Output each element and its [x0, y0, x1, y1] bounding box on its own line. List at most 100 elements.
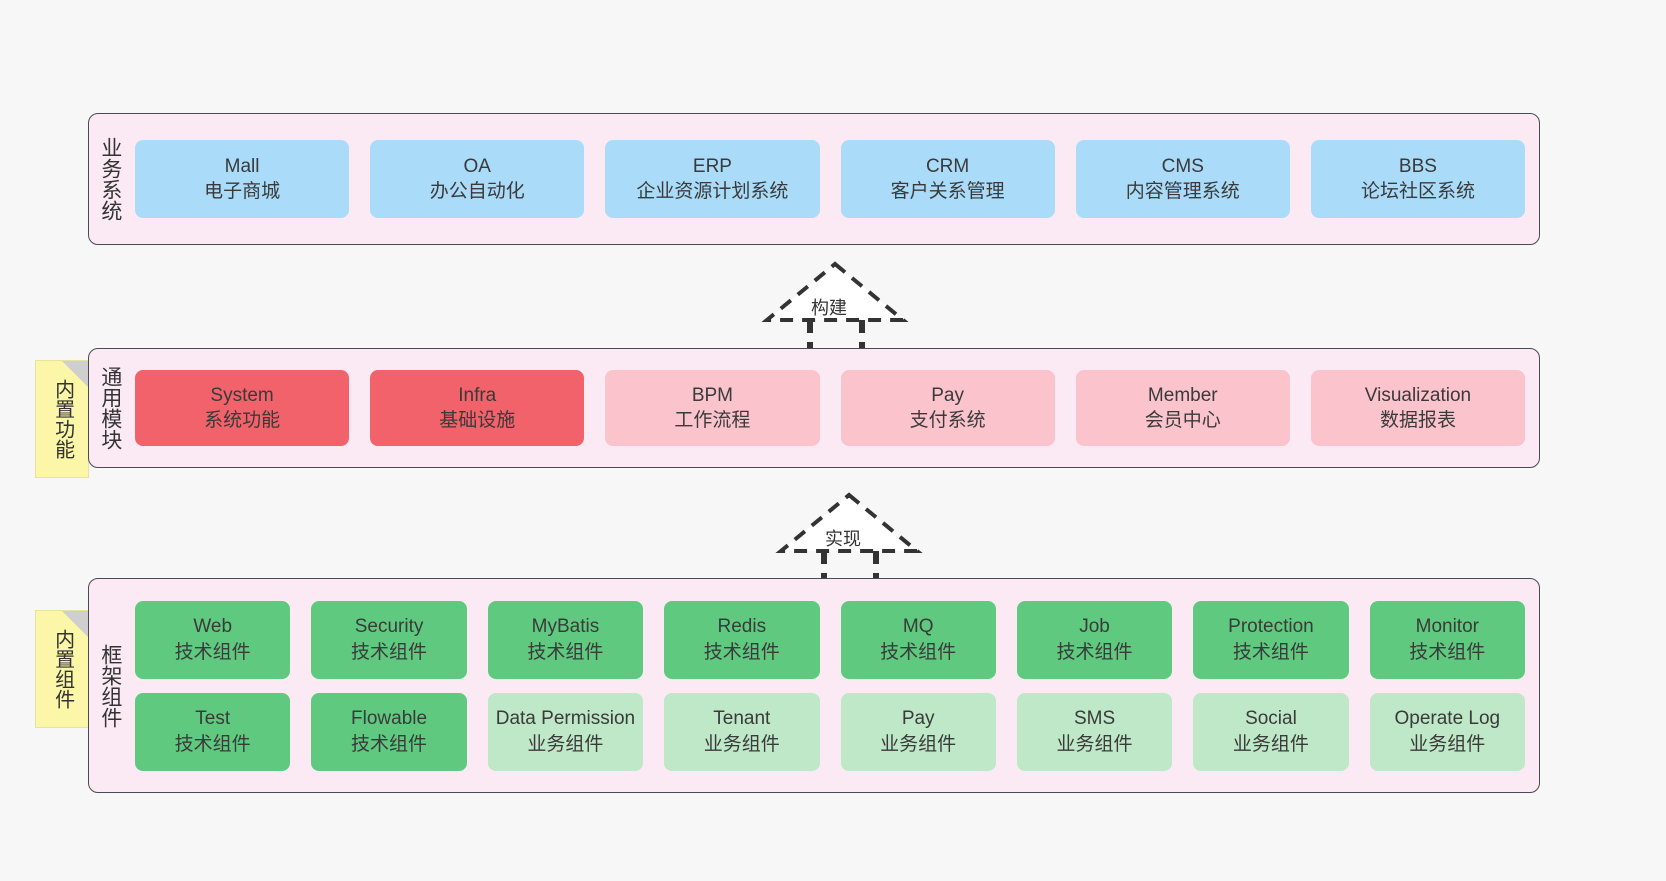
note-builtin-function: 内置功能 [35, 360, 89, 478]
box-crm-name: CRM [925, 155, 970, 177]
box-system-name: System [210, 384, 274, 406]
box-infra-name: Infra [458, 384, 497, 406]
layer-business-systems: 业务系统 Mall 电子商城 OA 办公自动化 ERP 企业资源计划系统 CRM [88, 113, 1540, 245]
box-bpm-desc: 工作流程 [674, 410, 751, 431]
box-member-desc: 会员中心 [1144, 410, 1221, 431]
box-crm[interactable]: CRM 客户关系管理 [840, 140, 1055, 218]
box-member[interactable]: Member 会员中心 [1075, 370, 1290, 446]
box-data-permission-desc: 业务组件 [527, 733, 604, 755]
box-web-name: Web [193, 616, 233, 638]
box-operate-log[interactable]: Operate Log 业务组件 [1369, 692, 1525, 771]
box-monitor-name: Monitor [1415, 616, 1479, 638]
box-protection-desc: 技术组件 [1232, 641, 1309, 663]
note-builtin-function-label: 内置功能 [51, 379, 74, 459]
box-flowable-name: Flowable [351, 708, 428, 730]
box-web[interactable]: Web 技术组件 [135, 600, 291, 679]
box-mall-desc: 电子商城 [204, 181, 281, 202]
box-tenant-desc: 业务组件 [703, 733, 780, 755]
box-mall-name: Mall [224, 155, 260, 177]
box-tenant-name: Tenant [713, 708, 771, 730]
connector-implement-label: 实现 [825, 529, 861, 549]
box-mybatis[interactable]: MyBatis 技术组件 [487, 600, 644, 679]
box-pay-module[interactable]: Pay 支付系统 [840, 370, 1055, 446]
box-pay-component-name: Pay [901, 708, 935, 730]
box-oa-desc: 办公自动化 [429, 181, 525, 202]
box-pay-module-name: Pay [931, 384, 964, 406]
box-social[interactable]: Social 业务组件 [1193, 692, 1349, 771]
box-job-desc: 技术组件 [1056, 641, 1133, 663]
box-job[interactable]: Job 技术组件 [1016, 600, 1173, 679]
box-pay-module-desc: 支付系统 [909, 410, 986, 431]
business-row: Mall 电子商城 OA 办公自动化 ERP 企业资源计划系统 CRM 客户关系… [135, 140, 1526, 218]
box-bbs-name: BBS [1398, 155, 1437, 177]
box-monitor[interactable]: Monitor 技术组件 [1369, 600, 1525, 679]
layer-framework-title: 框架组件 [98, 643, 122, 728]
box-bbs-desc: 论坛社区系统 [1360, 181, 1475, 202]
box-security-desc: 技术组件 [351, 641, 428, 663]
box-test[interactable]: Test 技术组件 [135, 692, 291, 771]
box-sms-desc: 业务组件 [1056, 733, 1133, 755]
note-fold-corner-icon [62, 361, 88, 387]
note-fold-corner-icon [62, 611, 88, 637]
box-protection[interactable]: Protection 技术组件 [1193, 600, 1349, 679]
box-visualization-name: Visualization [1364, 384, 1472, 406]
box-security[interactable]: Security 技术组件 [311, 600, 467, 679]
box-social-desc: 业务组件 [1232, 733, 1309, 755]
box-erp[interactable]: ERP 企业资源计划系统 [605, 140, 820, 218]
connector-build-label: 构建 [811, 298, 847, 318]
module-row: System 系统功能 Infra 基础设施 BPM 工作流程 Pay 支付系统… [135, 370, 1526, 446]
box-visualization[interactable]: Visualization 数据报表 [1310, 370, 1526, 446]
layer-business-body: Mall 电子商城 OA 办公自动化 ERP 企业资源计划系统 CRM 客户关系… [131, 114, 1539, 244]
box-flowable[interactable]: Flowable 技术组件 [311, 692, 467, 771]
framework-row-biz: Test 技术组件 Flowable 技术组件 Data Permission … [135, 692, 1525, 771]
box-mybatis-desc: 技术组件 [527, 641, 604, 663]
box-infra-desc: 基础设施 [439, 410, 516, 431]
box-oa[interactable]: OA 办公自动化 [370, 140, 585, 218]
box-cms-desc: 内容管理系统 [1125, 181, 1240, 202]
box-erp-desc: 企业资源计划系统 [636, 181, 789, 202]
box-data-permission[interactable]: Data Permission 业务组件 [487, 692, 644, 771]
note-builtin-component: 内置组件 [35, 610, 89, 728]
box-redis-name: Redis [717, 616, 767, 638]
box-flowable-desc: 技术组件 [351, 733, 428, 755]
box-redis[interactable]: Redis 技术组件 [664, 600, 820, 679]
box-mq-name: MQ [902, 616, 934, 638]
box-crm-desc: 客户关系管理 [890, 181, 1005, 202]
box-cms-name: CMS [1161, 155, 1204, 177]
layer-module-title: 通用模块 [98, 366, 122, 450]
layer-module-body: System 系统功能 Infra 基础设施 BPM 工作流程 Pay 支付系统… [131, 349, 1539, 467]
layer-framework-components: 框架组件 Web 技术组件 Security 技术组件 MyBatis 技术组件… [88, 578, 1540, 793]
box-tenant[interactable]: Tenant 业务组件 [664, 692, 820, 771]
box-protection-name: Protection [1228, 616, 1314, 638]
box-social-name: Social [1245, 708, 1297, 730]
box-infra[interactable]: Infra 基础设施 [370, 370, 585, 446]
note-builtin-component-label: 内置组件 [51, 629, 74, 709]
box-system-desc: 系统功能 [204, 410, 281, 431]
box-erp-name: ERP [692, 155, 732, 177]
box-test-desc: 技术组件 [174, 733, 251, 755]
box-sms[interactable]: SMS 业务组件 [1016, 692, 1173, 771]
box-web-desc: 技术组件 [174, 641, 251, 663]
box-sms-name: SMS [1073, 708, 1116, 730]
box-monitor-desc: 技术组件 [1409, 641, 1486, 663]
box-mq[interactable]: MQ 技术组件 [840, 600, 996, 679]
box-redis-desc: 技术组件 [703, 641, 780, 663]
box-job-name: Job [1079, 616, 1110, 638]
box-visualization-desc: 数据报表 [1379, 410, 1456, 431]
box-data-permission-name: Data Permission [495, 708, 636, 730]
box-pay-component[interactable]: Pay 业务组件 [840, 692, 996, 771]
box-system[interactable]: System 系统功能 [135, 370, 350, 446]
layer-framework-body: Web 技术组件 Security 技术组件 MyBatis 技术组件 Redi… [131, 579, 1539, 792]
framework-row-tech: Web 技术组件 Security 技术组件 MyBatis 技术组件 Redi… [135, 600, 1525, 679]
box-member-name: Member [1147, 384, 1218, 406]
box-pay-component-desc: 业务组件 [880, 733, 957, 755]
layer-common-modules: 通用模块 System 系统功能 Infra 基础设施 BPM 工作流程 Pay [88, 348, 1540, 468]
box-security-name: Security [354, 616, 424, 638]
box-bbs[interactable]: BBS 论坛社区系统 [1310, 140, 1526, 218]
box-bpm-name: BPM [691, 384, 734, 406]
box-bpm[interactable]: BPM 工作流程 [605, 370, 820, 446]
box-mall[interactable]: Mall 电子商城 [135, 140, 350, 218]
box-mybatis-name: MyBatis [531, 616, 600, 638]
box-cms[interactable]: CMS 内容管理系统 [1075, 140, 1290, 218]
box-mq-desc: 技术组件 [880, 641, 957, 663]
